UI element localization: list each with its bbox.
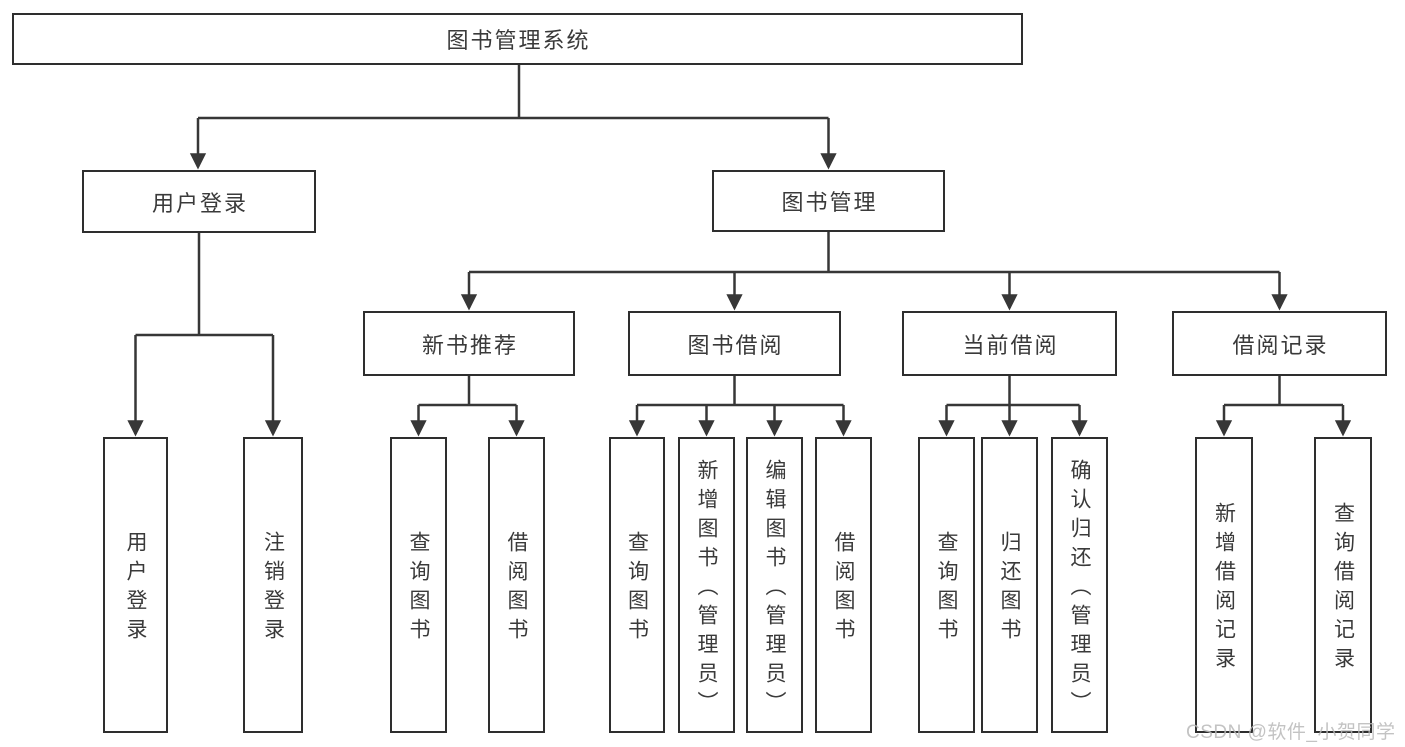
leaf-label: 查询借阅记录 xyxy=(1331,502,1355,676)
leaf-add-borrow-record: 新增借阅记录 xyxy=(1195,437,1253,733)
node-new-book-recommendation: 新书推荐 xyxy=(363,311,575,376)
leaf-query-books: 查询图书 xyxy=(390,437,447,733)
leaf-label: 用户登录 xyxy=(124,531,147,647)
node-current-borrowing: 当前借阅 xyxy=(902,311,1117,376)
node-library-management-system: 图书管理系统 xyxy=(12,13,1023,65)
leaf-add-books-admin: 新增图书（管理员） xyxy=(678,437,735,733)
leaf-label: 查询图书 xyxy=(935,531,958,647)
leaf-label: 编辑图书（管理员） xyxy=(763,458,786,720)
leaf-label: 确认归还（管理员） xyxy=(1068,458,1091,720)
node-label: 当前借阅 xyxy=(962,332,1059,358)
leaf-edit-books-admin: 编辑图书（管理员） xyxy=(746,437,803,733)
leaf-label: 注销登录 xyxy=(261,531,285,647)
leaf-label: 借阅图书 xyxy=(832,531,855,647)
node-label: 用户登录 xyxy=(151,190,248,216)
leaf-label: 新增图书（管理员） xyxy=(695,458,718,720)
leaf-query-books: 查询图书 xyxy=(609,437,665,733)
leaf-label: 查询图书 xyxy=(625,531,649,647)
node-label: 图书管理系统 xyxy=(446,28,591,53)
leaf-query-borrow-record: 查询借阅记录 xyxy=(1314,437,1372,733)
leaf-borrow-books: 借阅图书 xyxy=(488,437,545,733)
leaf-logout: 注销登录 xyxy=(243,437,303,733)
node-book-borrowing: 图书借阅 xyxy=(628,311,841,376)
leaf-user-login: 用户登录 xyxy=(103,437,168,733)
csdn-watermark: CSDN @软件_小贺同学 xyxy=(1186,722,1396,743)
node-book-management: 图书管理 xyxy=(712,170,945,232)
leaf-confirm-return-admin: 确认归还（管理员） xyxy=(1051,437,1108,733)
node-label: 图书借阅 xyxy=(687,332,784,358)
leaf-return-books: 归还图书 xyxy=(981,437,1038,733)
node-user-login: 用户登录 xyxy=(82,170,316,233)
leaf-borrow-books: 借阅图书 xyxy=(815,437,872,733)
node-borrowing-records: 借阅记录 xyxy=(1172,311,1387,376)
leaf-label: 借阅图书 xyxy=(505,531,528,647)
leaf-label: 查询图书 xyxy=(407,531,430,647)
node-label: 新书推荐 xyxy=(421,332,518,358)
node-label: 图书管理 xyxy=(781,190,878,215)
leaf-label: 归还图书 xyxy=(998,531,1021,647)
leaf-label: 新增借阅记录 xyxy=(1212,502,1236,676)
leaf-query-books: 查询图书 xyxy=(918,437,975,733)
node-label: 借阅记录 xyxy=(1232,332,1329,358)
